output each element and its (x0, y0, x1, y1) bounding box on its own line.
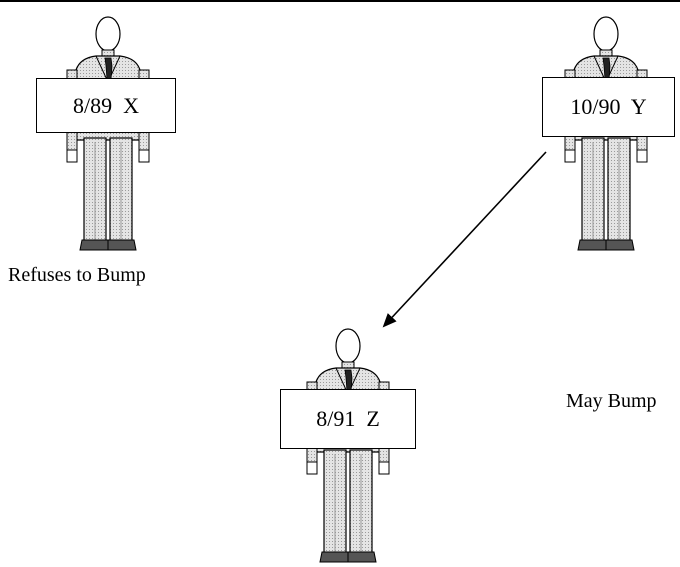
person-x-sign: 8/89 X (36, 78, 176, 133)
person-y-sign: 10/90 Y (542, 77, 675, 137)
person-x-figure: 8/89 X (36, 10, 176, 252)
person-z-figure: 8/91 Z (280, 322, 416, 564)
top-border (0, 0, 680, 2)
person-z-sign: 8/91 Z (280, 389, 416, 449)
bump-arrow-line (382, 151, 547, 328)
person-y-figure: 10/90 Y (542, 10, 675, 252)
refuses-to-bump-caption: Refuses to Bump (8, 264, 146, 286)
may-bump-caption: May Bump (566, 390, 657, 412)
